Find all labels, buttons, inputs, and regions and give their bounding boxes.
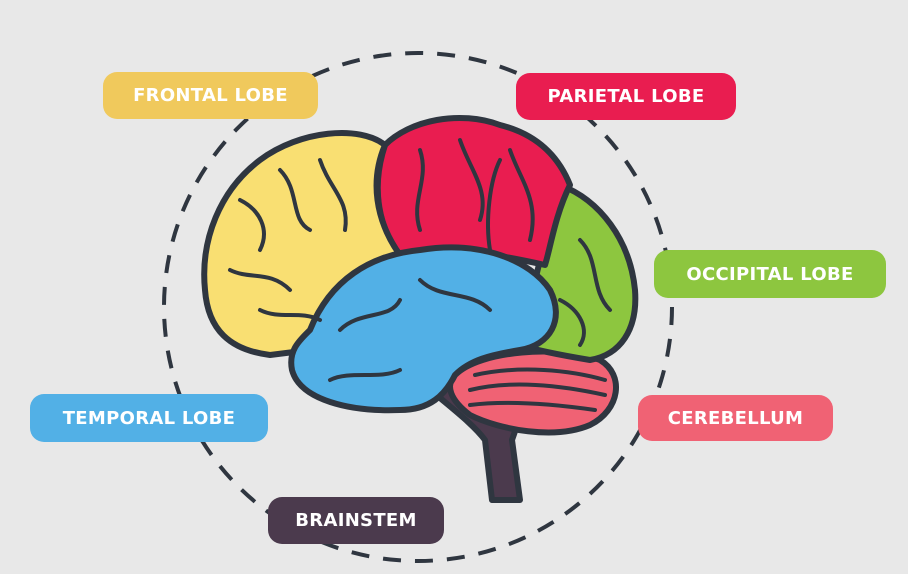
occipital-lobe-label: OCCIPITAL LOBE bbox=[654, 250, 886, 298]
cerebellum-label: CEREBELLUM bbox=[638, 395, 833, 441]
temporal-lobe-label: TEMPORAL LOBE bbox=[30, 394, 268, 442]
frontal-lobe-label: FRONTAL LOBE bbox=[103, 72, 318, 119]
parietal-lobe bbox=[374, 114, 573, 268]
brain-folds bbox=[228, 138, 612, 412]
temporal-lobe bbox=[288, 244, 559, 414]
frontal-lobe bbox=[201, 130, 403, 358]
parietal-lobe-label: PARIETAL LOBE bbox=[516, 73, 736, 120]
brainstem-label: BRAINSTEM bbox=[268, 497, 444, 544]
dashed-circle bbox=[162, 51, 674, 563]
